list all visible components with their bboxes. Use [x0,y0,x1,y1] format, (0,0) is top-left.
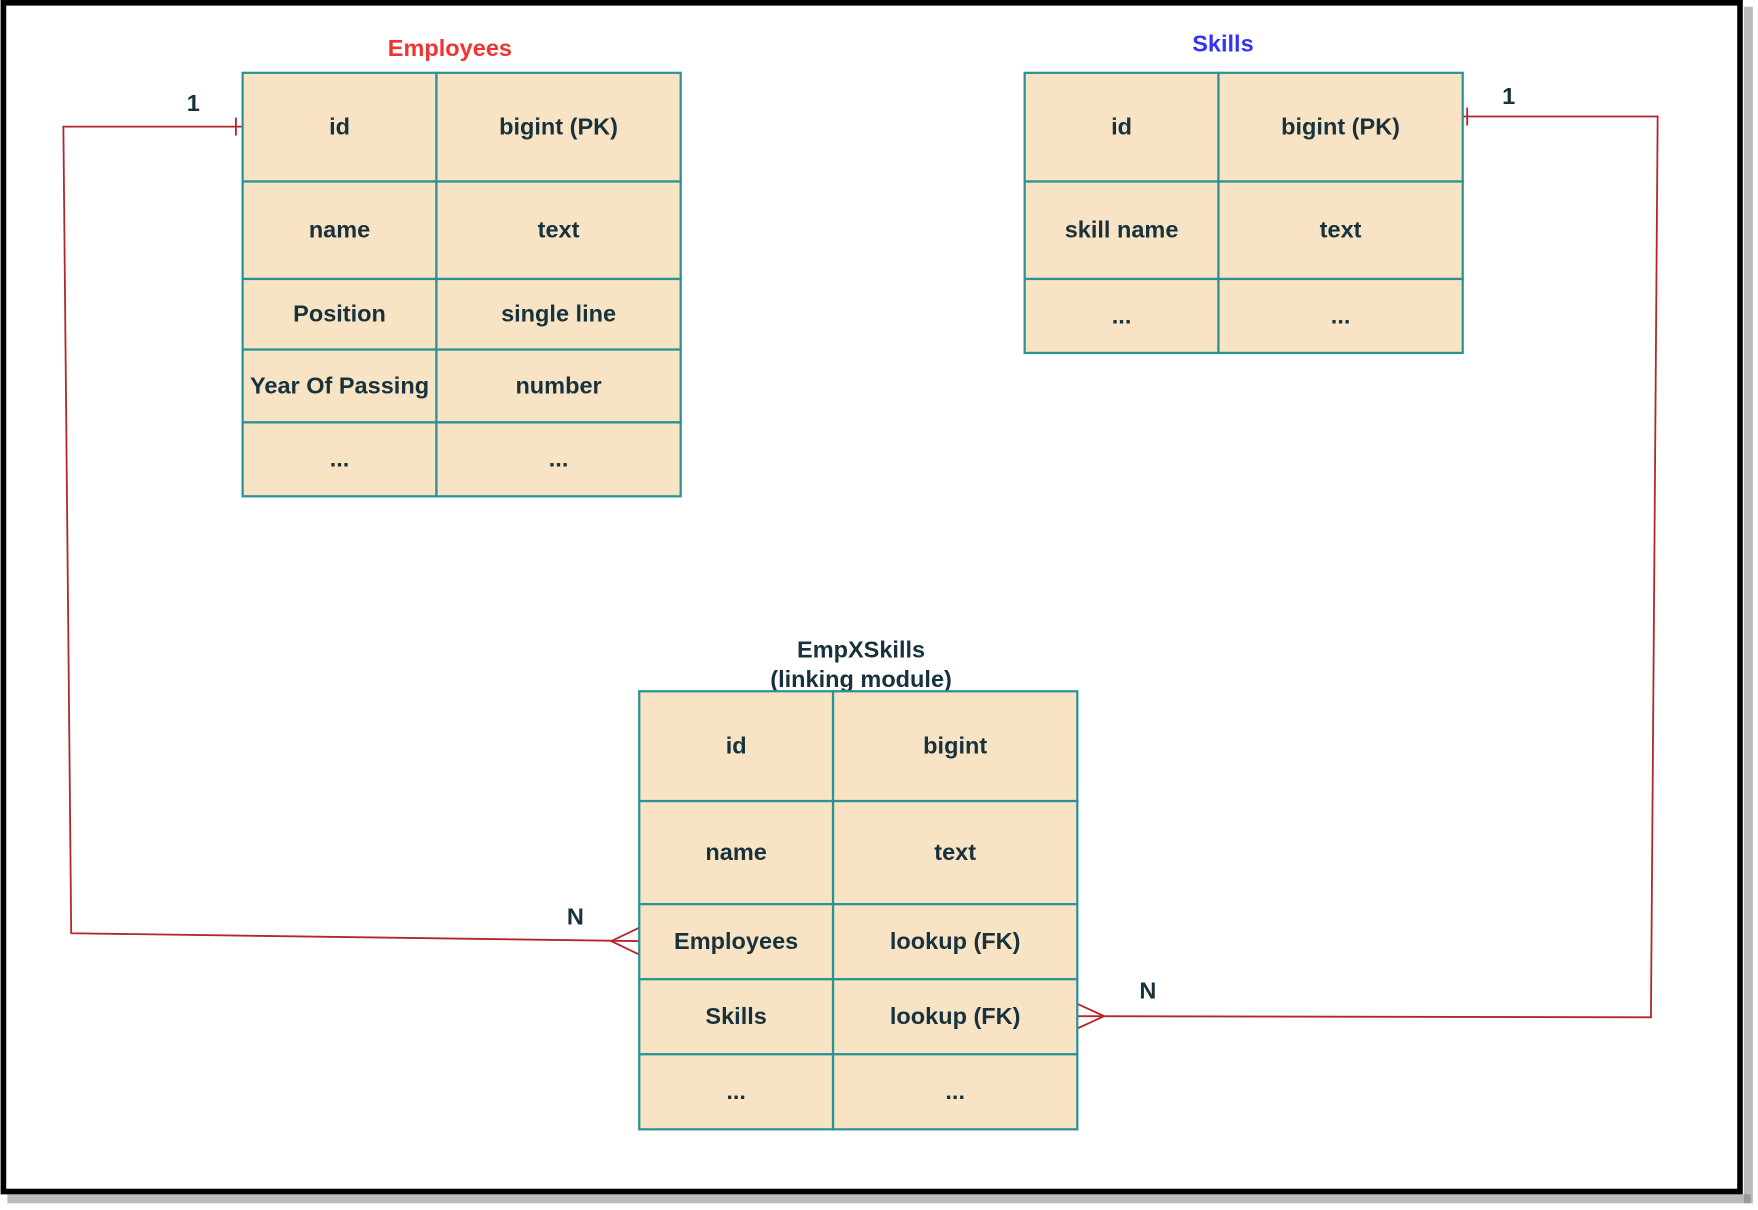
field-type: text [1320,217,1362,243]
table-row[interactable]: Skills lookup (FK) [638,978,1079,1056]
field-cell[interactable] [241,421,438,498]
field-cell[interactable] [1023,71,1220,183]
table-row[interactable]: ...... [241,421,682,498]
type-cell[interactable] [831,903,1079,981]
skills-table[interactable]: id bigint (PK) skill name text...... [1023,71,1464,355]
relation-skills[interactable] [1076,107,1659,1030]
table-row[interactable]: Position single line [241,277,682,351]
type-cell[interactable] [1217,71,1464,183]
field-name: ... [330,446,350,472]
field-name: name [705,839,766,865]
type-cell[interactable] [831,1053,1079,1131]
field-type: ... [945,1078,965,1104]
table-row[interactable]: id bigint [638,690,1079,803]
type-cell[interactable] [1217,277,1464,355]
table-row[interactable]: Year Of Passing number [241,348,682,424]
type-cell[interactable] [831,799,1079,906]
field-cell[interactable] [241,277,438,351]
field-name: ... [726,1078,746,1104]
employees-table-title: Employees [388,35,512,61]
field-type: ... [1331,302,1351,328]
type-cell[interactable] [435,71,682,183]
type-cell[interactable] [831,978,1079,1056]
field-cell[interactable] [1023,180,1220,281]
field-type: single line [501,301,616,327]
type-cell[interactable] [435,277,682,351]
field-name: id [726,733,747,759]
field-name: Year Of Passing [250,372,429,398]
cardinality-one-label: 1 [187,90,200,116]
field-type: lookup (FK) [890,928,1021,954]
field-name: id [329,114,350,140]
table-row[interactable]: name text [241,180,682,281]
canvas-frame [0,0,1743,1195]
field-cell[interactable] [241,348,438,424]
relation-employees[interactable] [62,117,640,956]
field-name: skill name [1065,217,1179,243]
field-type: bigint (PK) [499,114,618,140]
type-cell[interactable] [435,421,682,498]
table-row[interactable]: skill name text [1023,180,1464,281]
field-type: ... [549,446,569,472]
table-row[interactable]: ...... [638,1053,1079,1131]
skills-table-title: Skills [1192,31,1253,57]
table-row[interactable]: name text [638,799,1079,906]
field-name: name [309,217,370,243]
field-name: Employees [674,928,798,954]
table-row[interactable]: id bigint (PK) [1023,71,1464,183]
field-name: Position [293,301,386,327]
field-type: bigint (PK) [1281,114,1400,140]
field-name: ... [1112,302,1132,328]
type-cell[interactable] [831,690,1079,803]
field-type: text [934,839,976,865]
field-cell[interactable] [638,1053,835,1131]
field-type: bigint [923,733,987,759]
field-cell[interactable] [638,978,835,1056]
type-cell[interactable] [435,180,682,281]
field-type: lookup (FK) [890,1003,1021,1029]
table-row[interactable]: Employees lookup (FK) [638,903,1079,981]
field-type: text [538,217,580,243]
empxskills-table-title: EmpXSkills [797,637,925,663]
type-cell[interactable] [1217,180,1464,281]
cardinality-many-label: N [567,903,584,929]
field-cell[interactable] [638,690,835,803]
table-row[interactable]: ...... [1023,277,1464,355]
field-name: Skills [705,1003,766,1029]
table-row[interactable]: id bigint (PK) [241,71,682,183]
field-name: id [1111,114,1132,140]
empxskills-table-subtitle: (linking module) [770,666,952,692]
field-cell[interactable] [241,180,438,281]
field-type: number [515,372,601,398]
cardinality-many-label: N [1139,977,1156,1003]
cardinality-one-label: 1 [1502,83,1515,109]
